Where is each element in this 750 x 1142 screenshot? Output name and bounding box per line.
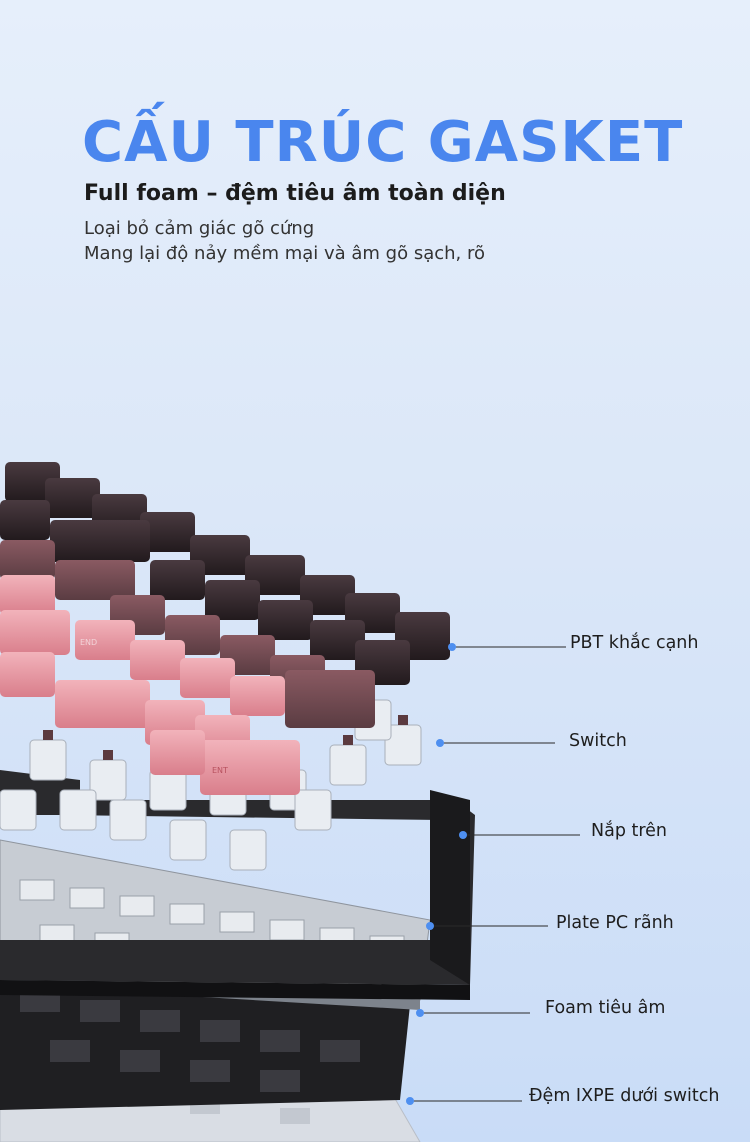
keycap-layer: END ENT — [0, 462, 450, 795]
description-line-2: Mang lại độ nảy mềm mại và âm gõ sạch, r… — [84, 243, 486, 264]
callout-dot-foam — [416, 1009, 424, 1017]
page-title: CẤU TRÚC GASKET — [82, 110, 684, 175]
layer-label-ixpe: Đệm IXPE dưới switch — [529, 1086, 720, 1106]
description-line-1: Loại bỏ cảm giác gõ cứng — [84, 218, 315, 239]
callout-dot-plate — [426, 922, 434, 930]
layer-label-foam: Foam tiêu âm — [545, 998, 666, 1018]
callout-dot-top-case — [459, 831, 467, 839]
callout-dot-keycaps — [448, 643, 456, 651]
keycap-legend-ent: ENT — [212, 766, 228, 775]
layer-label-switch: Switch — [569, 731, 627, 751]
layer-label-plate: Plate PC rãnh — [556, 913, 674, 933]
callouts — [410, 646, 580, 1102]
keycap-legend-end: END — [80, 638, 97, 647]
callout-dot-switch — [436, 739, 444, 747]
layer-label-keycaps: PBT khắc cạnh — [570, 633, 699, 653]
layer-label-top-case: Nắp trên — [591, 821, 668, 841]
callout-dot-ixpe — [406, 1097, 414, 1105]
page-subtitle: Full foam – đệm tiêu âm toàn diện — [84, 181, 506, 206]
